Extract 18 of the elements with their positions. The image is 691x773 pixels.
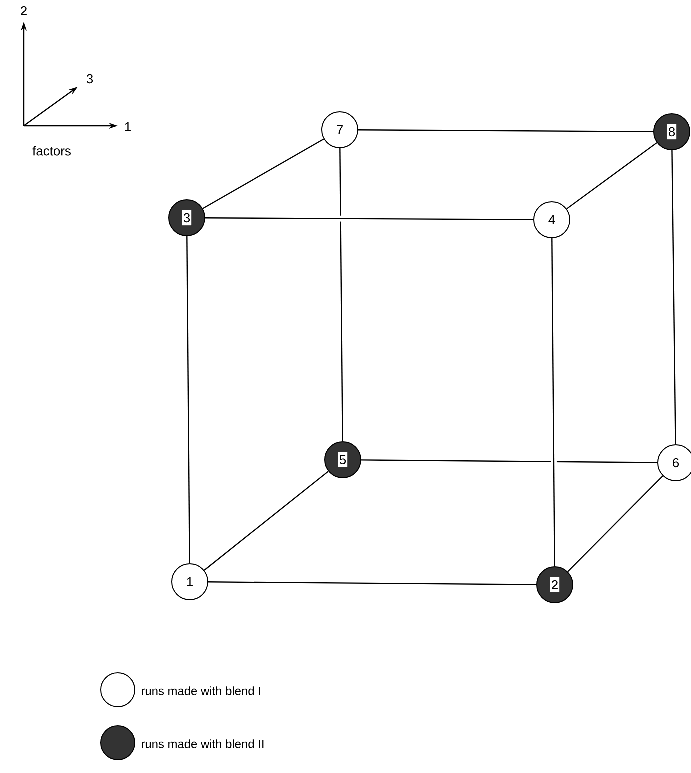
caption-label: factors [32,146,71,156]
cube-edge [358,127,654,135]
cube-edge [208,579,536,588]
axis-label: 1 [125,122,131,132]
cube-edge [204,471,329,571]
cube-edge [337,148,346,442]
cube-edge [202,138,324,210]
cube-edge [549,238,558,567]
axis-label: 3 [86,74,94,84]
cube-edge [361,457,658,466]
legend-text: runs made with blend II [142,740,264,748]
cube-edge [669,150,679,445]
cube-edge [184,236,193,564]
axis-label: 2 [21,6,27,16]
legend-text: runs made with blend I [142,686,260,696]
cube-edge [206,215,534,223]
cube-edge [566,142,658,210]
cube-edge [568,476,664,572]
